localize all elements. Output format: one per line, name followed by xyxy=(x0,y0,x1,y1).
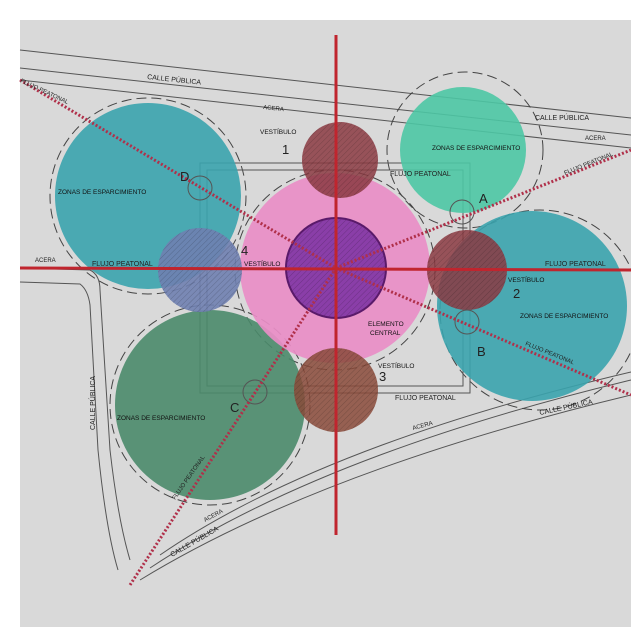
label-zone-c: ZONAS DE ESPARCIMIENTO xyxy=(117,415,205,422)
label-flujo-top: FLUJO PEATONAL xyxy=(390,171,451,178)
node-d xyxy=(187,175,213,201)
top-street-edge-1 xyxy=(19,49,631,119)
label-vestibulo-1: VESTÍBULO xyxy=(260,127,296,136)
bottom-street-edge-2 xyxy=(149,379,631,569)
node-letter-d: D xyxy=(180,169,189,184)
label-vestibulo-4: VESTÍBULO xyxy=(244,259,280,268)
vestibule-number-3: 3 xyxy=(379,369,386,384)
bottom-street-edge-1 xyxy=(139,394,631,581)
vestibule-number-1: 1 xyxy=(282,142,289,157)
label-zone-a: ZONAS DE ESPARCIMIENTO xyxy=(432,145,520,152)
label-flujo-left: FLUJO PEATONAL xyxy=(92,261,153,268)
label-acera-right: ACERA xyxy=(585,136,606,142)
label-flujo-bottom: FLUJO PEATONAL xyxy=(395,395,456,402)
node-letter-c: C xyxy=(230,400,239,415)
horizontal-axis xyxy=(19,266,631,272)
top-street-edge-2 xyxy=(19,67,631,136)
vestibule-1-hatch xyxy=(302,122,378,198)
label-zone-b: ZONAS DE ESPARCIMIENTO xyxy=(520,313,608,320)
label-central: CENTRAL xyxy=(370,330,401,337)
node-letter-a: A xyxy=(479,191,488,206)
leisure-zone-c xyxy=(115,310,305,500)
left-street-edge-2 xyxy=(19,281,119,571)
zone-boundary-d xyxy=(49,97,247,295)
label-elemento: ELEMENTO xyxy=(368,321,404,328)
label-flujo-right: FLUJO PEATONAL xyxy=(545,261,606,268)
vestibule-number-2: 2 xyxy=(513,286,520,301)
node-letter-b: B xyxy=(477,344,486,359)
zone-boundary-a xyxy=(386,71,544,229)
label-acera-left: ACERA xyxy=(35,258,56,264)
label-calle-publica-right: CALLE PÚBLICA xyxy=(535,113,589,122)
node-b xyxy=(454,309,480,335)
label-acera-bottom: ACERA xyxy=(412,421,434,432)
label-zone-d: ZONAS DE ESPARCIMIENTO xyxy=(58,189,146,196)
label-vestibulo-3: VESTÍBULO xyxy=(378,361,414,370)
pedestrian-flows xyxy=(19,78,631,586)
left-street-edge-1 xyxy=(19,267,131,561)
flow-line-ne xyxy=(335,148,631,270)
node-c xyxy=(242,379,268,405)
label-acera-top: ACERA xyxy=(263,105,284,113)
label-vestibulo-2: VESTÍBULO xyxy=(508,275,544,284)
leisure-zone-a xyxy=(400,87,526,213)
flow-line-se xyxy=(335,266,631,397)
zone-boundary-b xyxy=(439,209,631,411)
flow-line-nw xyxy=(19,78,337,270)
vestibule-number-4: 4 xyxy=(241,243,248,258)
label-calle-publica-left: CALLE PÚBLICA xyxy=(88,376,97,430)
flow-line-sw xyxy=(128,267,338,586)
top-sidewalk-edge xyxy=(19,79,631,149)
